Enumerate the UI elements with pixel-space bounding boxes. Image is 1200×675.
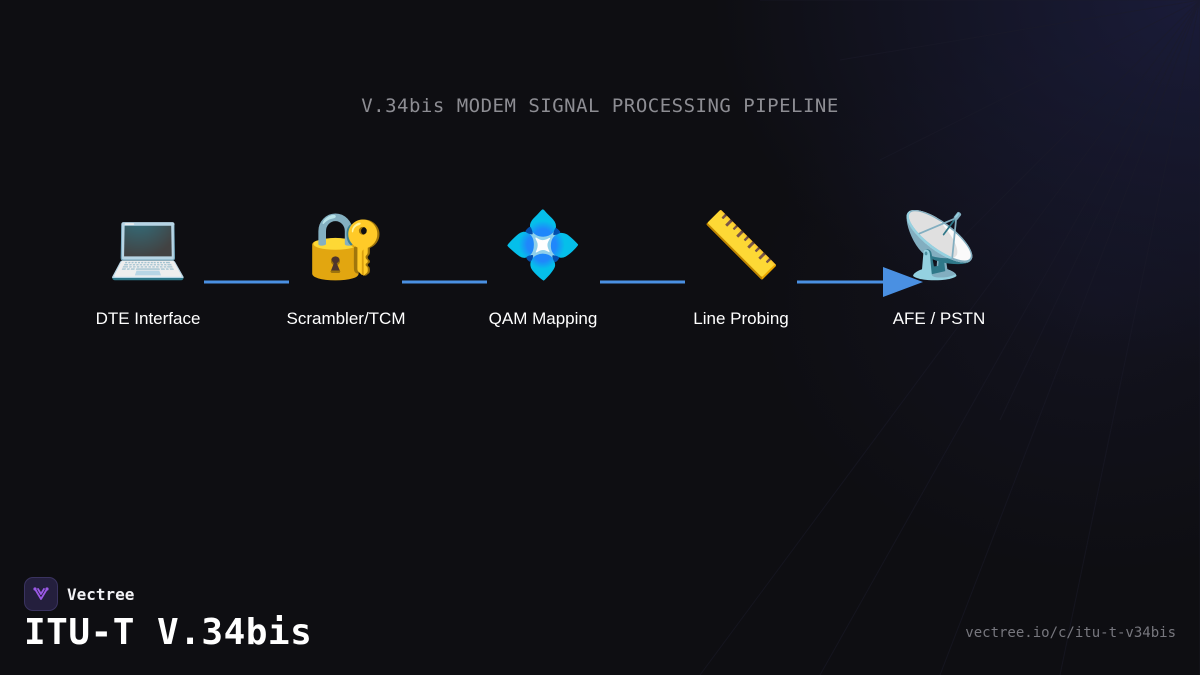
stage-label: QAM Mapping: [488, 309, 598, 328]
ruler-icon: 📏: [701, 209, 781, 283]
footer-url[interactable]: vectree.io/c/itu-t-v34bis: [965, 625, 1176, 641]
stage-afe-pstn: 📡 AFE / PSTN: [849, 205, 1029, 329]
stage-scrambler-tcm: 🔐 Scrambler/TCM: [256, 205, 436, 329]
stage-label: Line Probing: [693, 309, 789, 328]
footer-title: ITU-T V.34bis: [24, 612, 313, 653]
vectree-logo-icon: [24, 577, 58, 611]
stage-label: DTE Interface: [95, 309, 201, 328]
stage-label: AFE / PSTN: [892, 309, 986, 328]
diagram-title: V.34bis MODEM SIGNAL PROCESSING PIPELINE: [361, 95, 839, 117]
stage-line-probing: 📏 Line Probing: [651, 205, 831, 329]
stage-dte-interface: 💻 DTE Interface: [58, 205, 238, 329]
connector-arrowhead: [883, 267, 923, 297]
stage-qam-mapping: 💠 QAM Mapping: [453, 205, 633, 329]
brand: Vectree: [24, 577, 134, 611]
satellite-dish-icon: 📡: [899, 209, 979, 283]
brand-name: Vectree: [67, 584, 135, 604]
laptop-icon: 💻: [108, 209, 188, 283]
lock-key-icon: 🔐: [306, 209, 386, 283]
diamond-icon: 💠: [503, 209, 583, 283]
stage-label: Scrambler/TCM: [286, 309, 406, 328]
